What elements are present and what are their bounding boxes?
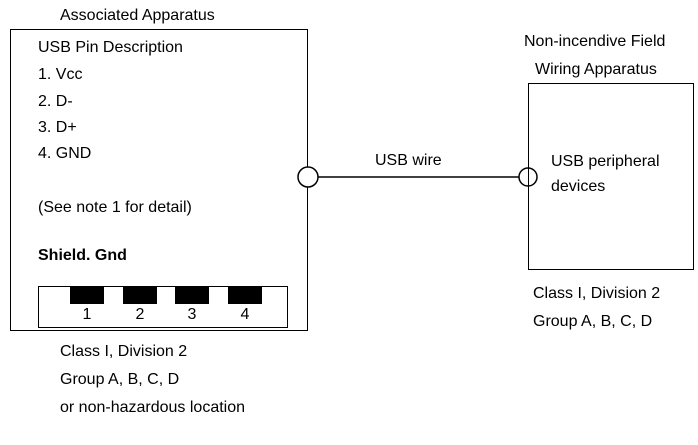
pin-item-4: 4. GND (38, 145, 92, 162)
associated-apparatus-title: Associated Apparatus (60, 7, 215, 24)
usb-wire-label: USB wire (375, 152, 442, 169)
connector-pin-2-label: 2 (135, 306, 145, 323)
connector-pin-4-contact (228, 287, 262, 304)
peripheral-body-line-2: devices (551, 178, 606, 195)
shield-gnd-label: Shield. Gnd (38, 247, 127, 264)
see-note-text: (See note 1 for detail) (38, 199, 192, 216)
peripheral-footer-line-1: Class I, Division 2 (533, 285, 661, 302)
connector-pin-2-contact (123, 287, 157, 304)
pin-description-heading: USB Pin Description (38, 39, 183, 56)
associated-footer-line-1: Class I, Division 2 (60, 343, 188, 360)
peripheral-title-line-2: Wiring Apparatus (535, 61, 657, 78)
peripheral-title-line-1: Non-incendive Field (524, 33, 666, 50)
pin-item-2: 2. D- (38, 93, 73, 110)
connector-pin-3-contact (175, 287, 209, 304)
connector-pin-1-label: 1 (82, 306, 92, 323)
connector-pin-1-contact (70, 287, 104, 304)
left-terminal-icon (297, 166, 319, 188)
associated-footer-line-3: or non-hazardous location (60, 399, 246, 416)
peripheral-box (528, 83, 694, 270)
connector-pin-4-label: 4 (240, 306, 250, 323)
associated-footer-line-2: Group A, B, C, D (60, 371, 180, 388)
usb-connector (38, 286, 288, 328)
pin-item-3: 3. D+ (38, 119, 77, 136)
peripheral-footer-line-2: Group A, B, C, D (533, 313, 653, 330)
connector-pin-3-label: 3 (187, 306, 197, 323)
peripheral-body-line-1: USB peripheral (551, 153, 660, 170)
pin-item-1: 1. Vcc (38, 66, 83, 83)
